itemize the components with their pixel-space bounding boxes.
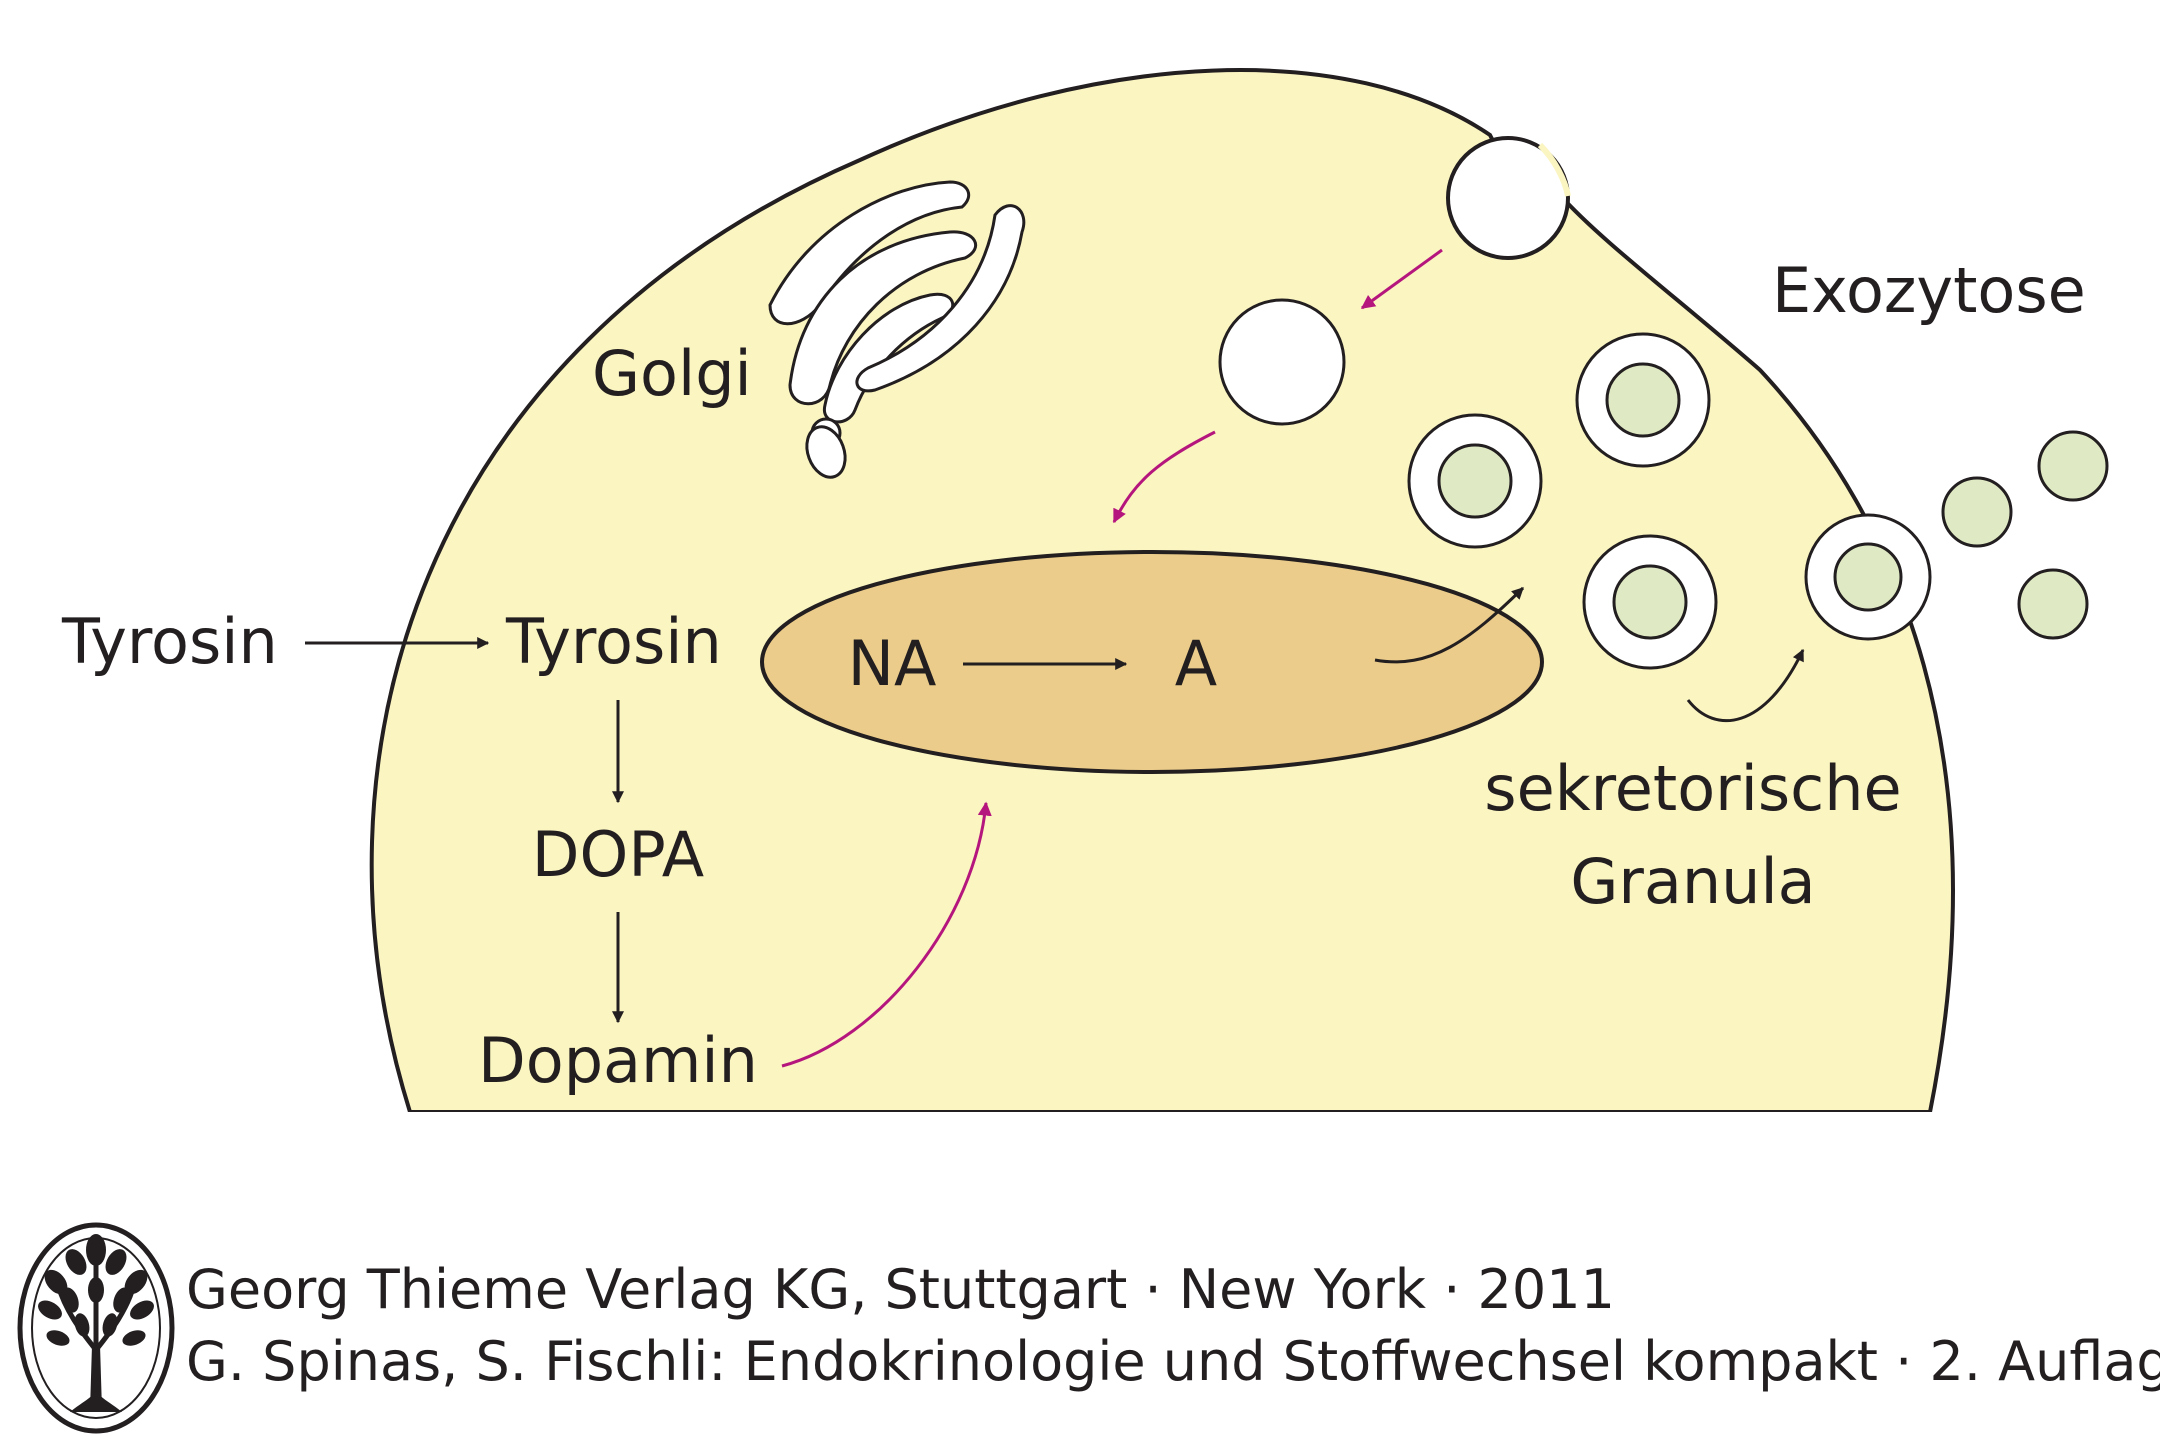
black-arrows [305, 586, 1805, 1024]
granule-1 [1575, 332, 1711, 468]
released-granules [1941, 430, 2109, 640]
empty-vesicle [1218, 298, 1346, 426]
exocytosis-vesicle [1446, 136, 1570, 260]
label-dopamin: Dopamin [478, 1024, 758, 1097]
golgi-vesicle-2 [805, 425, 847, 479]
label-tyrosin-inside: Tyrosin [505, 605, 722, 678]
secretory-granules [1407, 332, 1932, 670]
arrow-dopamin-compartment [781, 801, 992, 1068]
arrow-granule-fusion [1686, 648, 1805, 723]
released-granule-3 [2017, 568, 2089, 640]
credit-line-2: G. Spinas, S. Fischli: Endokrinologie un… [186, 1330, 2160, 1393]
label-tyrosin-outside: Tyrosin [61, 605, 278, 678]
synthesis-compartment [760, 550, 1544, 774]
golgi-cisterna-1 [768, 180, 971, 326]
label-a: A [1175, 627, 1217, 700]
released-granule-2 [2037, 430, 2109, 502]
granule-fusing [1804, 513, 1932, 641]
golgi-apparatus [768, 180, 1026, 479]
arrow-compartment-granule [1374, 586, 1525, 664]
arrow-endocytosis [1360, 248, 1443, 310]
granule-3 [1582, 534, 1718, 670]
arrow-vesicle-compartment [1112, 430, 1216, 524]
credit-line-1: Georg Thieme Verlag KG, Stuttgart · New … [186, 1258, 1615, 1321]
label-na: NA [848, 627, 937, 700]
label-dopa: DOPA [532, 818, 704, 891]
label-granula-line1: sekretorische [1484, 752, 1901, 825]
released-granule-1 [1941, 476, 2013, 548]
golgi-cisterna-4 [855, 204, 1026, 393]
label-granula-line2: Granula [1570, 845, 1815, 918]
magenta-arrows [781, 248, 1443, 1068]
label-exocytosis: Exozytose [1772, 254, 2086, 327]
tree-logo-icon [17, 1222, 175, 1434]
granule-2 [1407, 413, 1543, 549]
label-golgi: Golgi [592, 337, 752, 410]
